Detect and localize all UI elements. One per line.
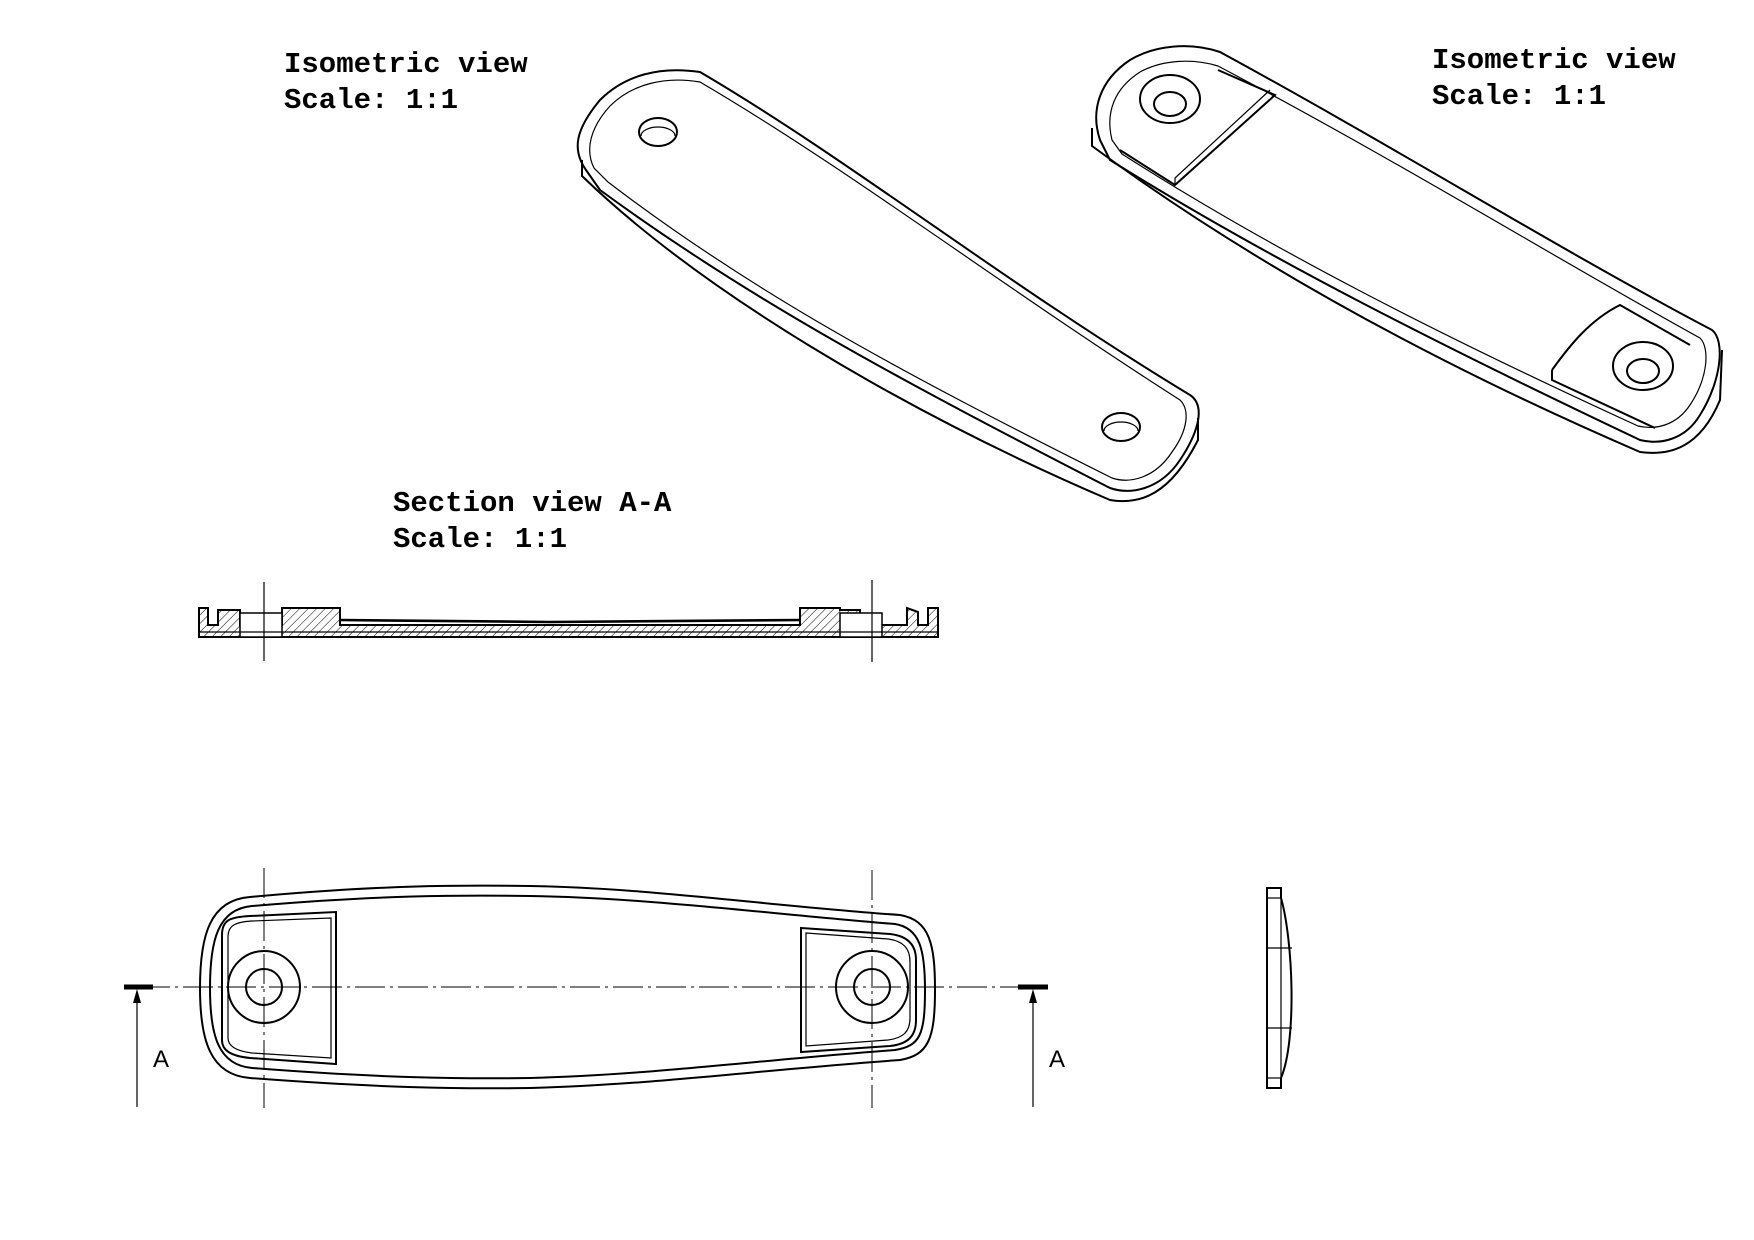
isometric-view-left bbox=[576, 69, 1200, 503]
isometric-view-right bbox=[1091, 45, 1723, 454]
arrow-up-icon bbox=[133, 989, 141, 1003]
section-marker-right: A bbox=[1018, 984, 1065, 1107]
section-label: A bbox=[153, 1046, 169, 1073]
iso-left-scale: Scale: 1:1 bbox=[284, 84, 458, 117]
iso-right-scale: Scale: 1:1 bbox=[1432, 80, 1606, 113]
side-view bbox=[1266, 887, 1293, 1089]
section-view bbox=[198, 580, 939, 662]
section-scale: Scale: 1:1 bbox=[393, 523, 567, 556]
counterbore bbox=[1139, 74, 1201, 124]
mounting-hole bbox=[1626, 358, 1660, 384]
boss-pad bbox=[800, 926, 917, 1054]
boss-pad bbox=[221, 910, 337, 1066]
boss-pad bbox=[1551, 303, 1691, 429]
mounting-hole bbox=[1153, 91, 1187, 117]
section-label: A bbox=[1049, 1046, 1065, 1073]
iso-right-title: Isometric view bbox=[1432, 44, 1676, 77]
boss-pad bbox=[1119, 69, 1277, 187]
arrow-up-icon bbox=[1029, 989, 1037, 1003]
mounting-hole bbox=[638, 117, 678, 147]
mounting-hole bbox=[1101, 412, 1141, 442]
iso-left-title: Isometric view bbox=[284, 48, 528, 81]
section-marker-left: A bbox=[124, 984, 169, 1107]
section-title: Section view A-A bbox=[393, 487, 672, 520]
plan-view bbox=[140, 868, 1030, 1108]
counterbore bbox=[1612, 341, 1674, 391]
